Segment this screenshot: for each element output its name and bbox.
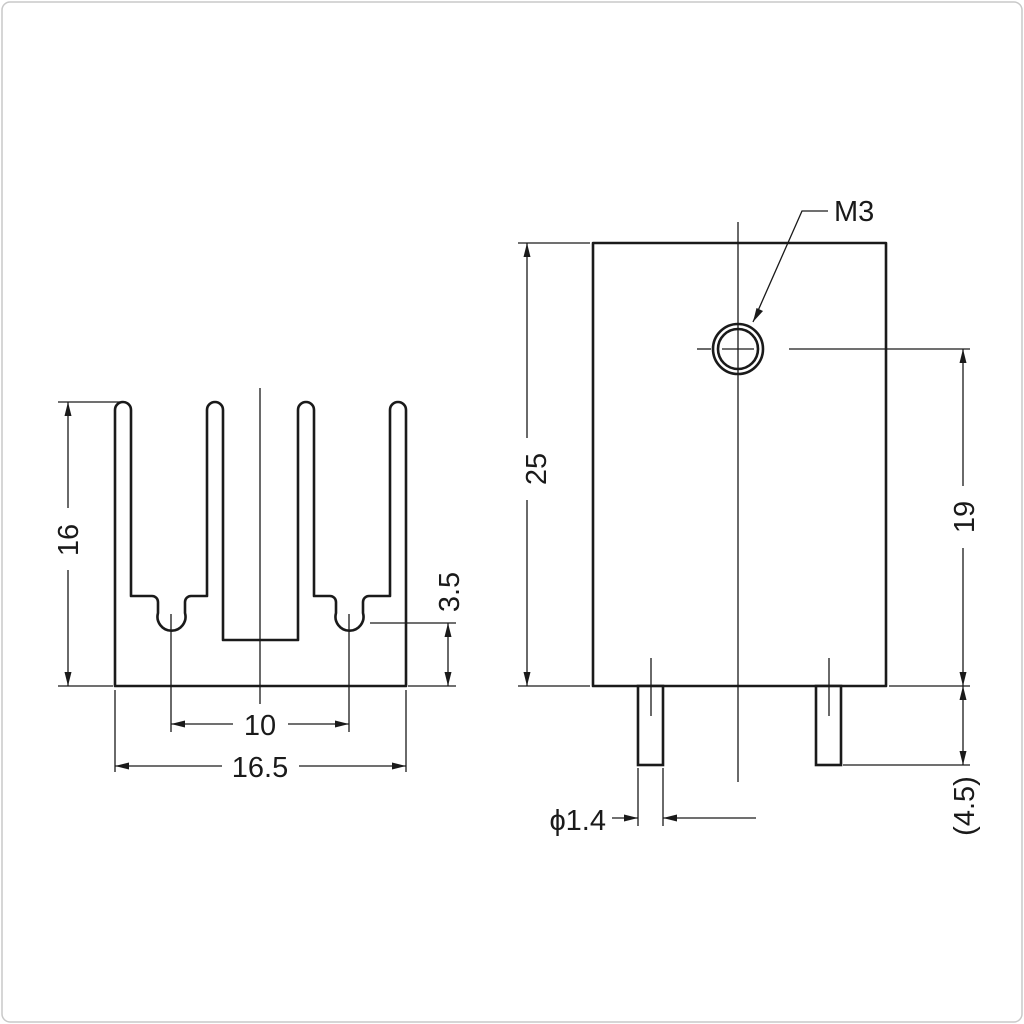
- m3-leader: [752, 210, 828, 323]
- arrow-19-bottom: [959, 672, 967, 686]
- m3-label: M3: [834, 196, 874, 228]
- dim-label-10: 10: [244, 710, 276, 742]
- arrow-25-top: [523, 243, 531, 257]
- arrow-16-bottom: [64, 672, 72, 686]
- dim-label-25: 25: [521, 453, 553, 485]
- dim-label-16: 16: [53, 524, 85, 556]
- arrow-1-4-left: [624, 814, 638, 822]
- arrow-4-5-bottom: [959, 751, 967, 765]
- dim-label-16-5: 16.5: [232, 752, 288, 784]
- side-body: [591, 241, 888, 688]
- arrow-25-bottom: [523, 672, 531, 686]
- heatsink-profile: [113, 400, 408, 688]
- side-view: M3 25 19 (4.5) ϕ1.4: [518, 196, 981, 837]
- arrow-4-5-top: [959, 686, 967, 700]
- m3-hole-outer: [711, 322, 765, 376]
- dim-label-4-5: (4.5): [949, 776, 981, 836]
- dim-label-3-5: 3.5: [434, 572, 466, 612]
- front-view: 16 3.5 10 16.5: [53, 388, 466, 784]
- arrow-3-5-top: [444, 623, 452, 637]
- arrow-16-top: [64, 402, 72, 416]
- dim-label-19: 19: [949, 501, 981, 533]
- arrow-3-5-bottom: [444, 672, 452, 686]
- arrow-19-top: [959, 349, 967, 363]
- arrow-1-4-right: [663, 814, 677, 822]
- arrow-16-5-left: [115, 762, 129, 770]
- dim-label-1-4: ϕ1.4: [549, 805, 606, 837]
- m3-hole-inner: [716, 327, 760, 371]
- arrow-16-5-right: [392, 762, 406, 770]
- m3-leader-arrow: [753, 308, 763, 322]
- arrow-10-right: [335, 720, 349, 728]
- arrow-10-left: [171, 720, 185, 728]
